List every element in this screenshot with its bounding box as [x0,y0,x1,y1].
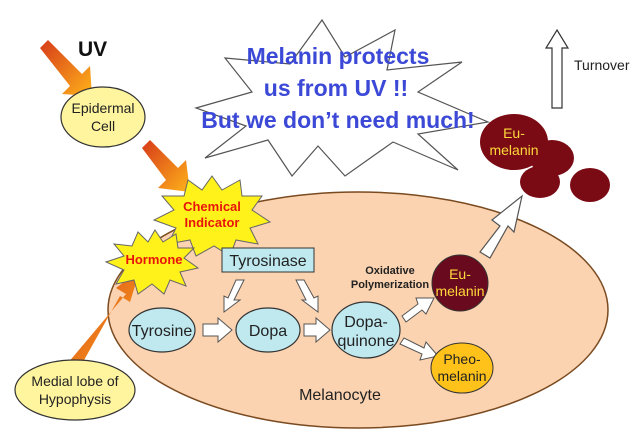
epidermal-cell-node [60,86,146,148]
tyrosine-label: Tyrosine [132,323,193,340]
melanocyte-label: Melanocyte [299,387,381,404]
banner-burst [194,18,491,177]
arrow-dopaquinone-pheomelanin [399,337,439,361]
chemical-indicator-burst [152,175,272,257]
arrow-tyrosine-dopa [202,316,233,344]
arrow-dopaquinone-eumelanin [401,297,435,323]
tyrosinase-box [221,247,315,273]
pheomelanin-line1: Pheo- [443,351,481,367]
hypophysis-line1: Medial lobe of [31,373,118,389]
hypophysis-node [14,359,136,421]
dopaquinone-line1: Dopa- [344,314,388,331]
hypophysis-arrow [62,270,140,378]
epidermal-label-line2: Cell [91,118,115,134]
outer-eumelanin-line1: Eu- [503,125,525,141]
banner-line1: Melanin protects [247,43,430,69]
pheomelanin-line2: melanin [437,368,486,384]
inner-eumelanin-line1: Eu- [449,266,471,282]
turnover-label: Turnover [574,57,630,73]
tyrosinase-arrow-left [223,279,245,313]
granule-3 [520,166,560,198]
hormone-burst [104,229,200,295]
dopa-node [235,307,301,353]
banner-line2: us from UV !! [264,75,408,101]
outer-eumelanin-line2: melanin [489,142,538,158]
eumelanin-node [431,254,489,312]
uv-arrow [40,40,92,96]
tyrosinase-label: Tyrosinase [229,253,306,270]
oxidative-label-line2: Polymerization [351,279,430,291]
banner-line3: But we don’t need much! [201,107,474,133]
chemical-indicator-line2: Indicator [185,215,240,230]
oxidative-label-line1: Oxidative [365,265,415,277]
epidermal-label-line1: Epidermal [71,100,134,116]
dopaquinone-line2: quinone [338,333,395,350]
dopa-label: Dopa [249,323,287,340]
arrow-dopa-dopaquinone [303,316,331,344]
pheomelanin-node [430,342,494,394]
chemical-indicator-line1: Chemical [183,199,241,214]
granule-4 [570,168,610,202]
tyrosinase-arrow-right [295,279,319,313]
turnover-arrow [544,28,570,109]
arrow-to-turnover [479,194,523,259]
uv-label: UV [78,38,107,61]
dopaquinone-node [331,301,401,359]
tyrosine-node [128,307,196,353]
hormone-label: Hormone [125,252,182,267]
epidermal-arrow [142,140,190,192]
inner-eumelanin-line2: melanin [435,283,484,299]
hypophysis-line2: Hypophysis [39,391,111,407]
